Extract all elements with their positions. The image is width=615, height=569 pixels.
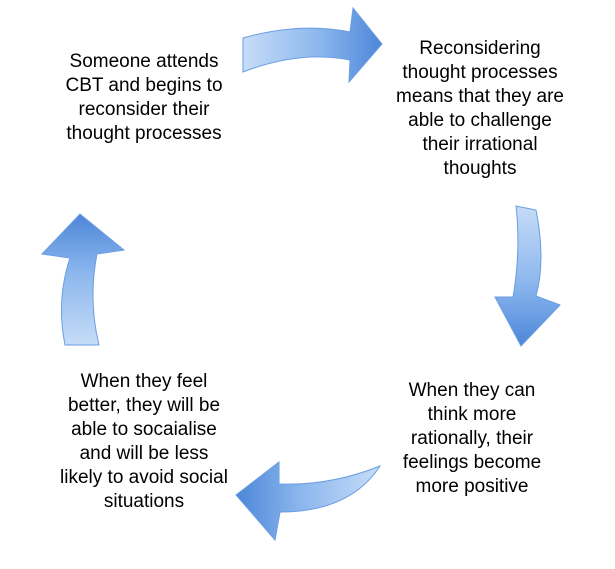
step-text-line: Someone attends (69, 51, 219, 72)
step-text-line: likely to avoid social (60, 467, 228, 488)
step-text-line: CBT and begins to (65, 75, 223, 96)
step-text-line: thought processes (402, 62, 558, 83)
step-text-line: thoughts (443, 158, 517, 179)
arrow-right-down-icon (494, 205, 561, 347)
step-text-line: When they can (408, 380, 536, 401)
arrow-top-right-icon (242, 6, 383, 84)
arrow-bottom-left-icon (235, 460, 382, 542)
step-text-line: Reconsidering (419, 38, 541, 59)
step-feel-better: When they feel better, they will be able… (48, 370, 240, 514)
step-attends-cbt: Someone attends CBT and begins to recons… (52, 50, 236, 146)
step-text-line: able to challenge (408, 110, 552, 131)
step-text-line: think more (427, 404, 517, 425)
step-text-line: able to socaialise (71, 419, 217, 440)
step-text-line: situations (103, 491, 185, 512)
step-text-line: reconsider their (78, 99, 210, 120)
arrow-left-up-icon (40, 213, 126, 346)
step-text-line: their irrational (422, 134, 538, 155)
step-text-line: better, they will be (67, 395, 221, 416)
step-text-line: rationally, their (410, 428, 534, 449)
step-text-line: feelings become (402, 452, 542, 473)
step-text-line: When they feel (80, 371, 208, 392)
step-text-line: means that they are (396, 86, 564, 107)
step-text-line: and will be less (79, 443, 209, 464)
step-text-line: more positive (415, 476, 529, 497)
step-think-rationally: When they can think more rationally, the… (386, 379, 558, 499)
step-reconsidering-thoughts: Reconsidering thought processes means th… (376, 37, 584, 181)
step-text-line: thought processes (66, 123, 222, 144)
